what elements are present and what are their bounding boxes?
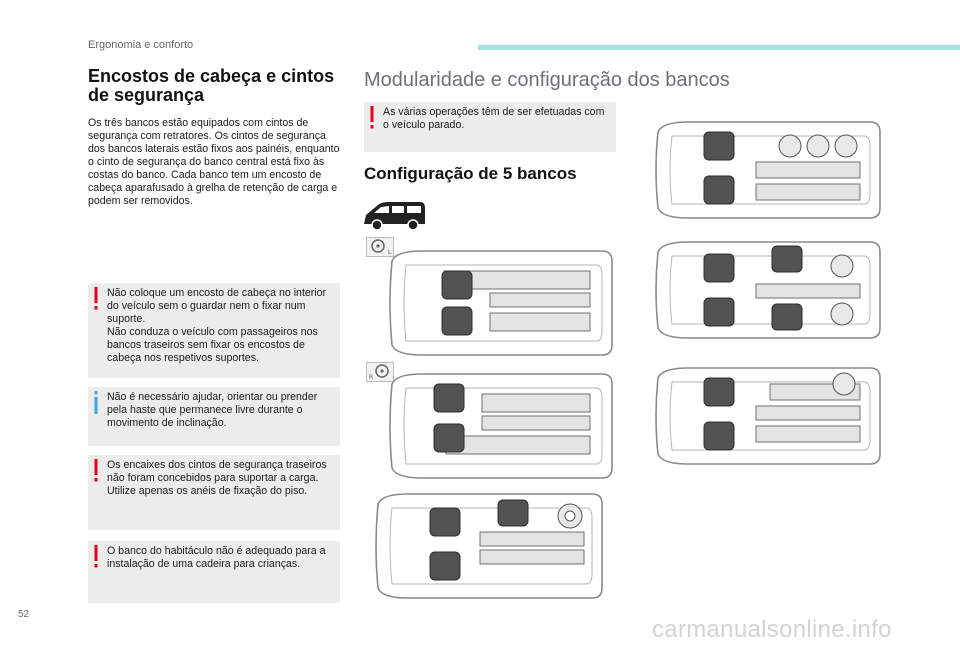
steering-wheel-lhd-icon: L: [366, 237, 394, 257]
seat-icon: [441, 270, 473, 300]
note-text: Os encaixes dos cintos de segurança tras…: [107, 459, 327, 497]
seat-layout-diagram-d: [655, 121, 881, 219]
exclamation-icon: [94, 459, 98, 482]
note-text: As várias operações têm de ser efetuadas…: [383, 106, 605, 131]
seat-icon: [703, 377, 735, 407]
seat-layout-diagram-b: [389, 373, 613, 479]
seat-icon: [703, 131, 735, 161]
seat-icon: [441, 306, 473, 336]
seat-icon: [433, 383, 465, 413]
seat-icon: [703, 175, 735, 205]
note-text: Não coloque um encosto de cabeça no inte…: [107, 287, 327, 364]
seat-icon: [703, 253, 735, 283]
note-text: Não é necessário ajudar, orientar ou pre…: [107, 391, 318, 429]
seat-icon: [703, 297, 735, 327]
info-note-tilting: Não é necessário ajudar, orientar ou pre…: [88, 387, 340, 446]
seat-ring-icon: [834, 134, 858, 158]
svg-text:R: R: [369, 374, 373, 381]
seat-layout-diagram-a: [389, 250, 613, 356]
seat-ring-icon: [830, 254, 854, 278]
section-header-bar: [478, 45, 960, 50]
seat-ring-icon: [778, 134, 802, 158]
warning-note-stationary: As várias operações têm de ser efetuadas…: [364, 102, 616, 152]
exclamation-icon: [94, 545, 98, 568]
seat-layout-diagram-e: [655, 241, 881, 339]
seat-icon: [429, 551, 461, 581]
left-heading: Encostos de cabeça e cintos de segurança: [88, 66, 335, 105]
note-text: O banco do habitáculo não é adequado par…: [107, 545, 326, 570]
svg-text:L: L: [388, 249, 392, 256]
seat-layout-diagram-c: [375, 493, 603, 599]
exclamation-icon: [370, 106, 374, 129]
page-number: 52: [18, 609, 30, 620]
watermark: carmanualsonline.info: [652, 616, 892, 643]
seat-ring-icon: [806, 134, 830, 158]
warning-note-belt-anchors: Os encaixes dos cintos de segurança tras…: [88, 455, 340, 530]
seat-icon: [429, 507, 461, 537]
warning-note-child-seat: O banco do habitáculo não é adequado par…: [88, 541, 340, 603]
info-icon: [94, 391, 98, 414]
seat-ring-icon: [830, 302, 854, 326]
steering-wheel-rhd-icon: R: [366, 362, 394, 382]
seat-icon: [497, 499, 529, 527]
seat-icon: [771, 245, 803, 273]
right-heading: Modularidade e configuração dos bancos: [364, 69, 730, 91]
seat-layout-diagram-f: [655, 367, 881, 465]
seat-icon: [433, 423, 465, 453]
exclamation-icon: [94, 287, 98, 310]
seat-icon: [703, 421, 735, 451]
left-body-text: Os três bancos estão equipados com cinto…: [88, 117, 340, 207]
warning-note-headrest: Não coloque um encosto de cabeça no inte…: [88, 283, 340, 378]
seat-icon: [771, 303, 803, 331]
section-header: Ergonomia e conforto: [88, 39, 194, 51]
van-side-icon: [364, 202, 425, 231]
seat-ring-icon: [832, 372, 856, 396]
five-seat-config-heading: Configuração de 5 bancos: [364, 164, 577, 183]
